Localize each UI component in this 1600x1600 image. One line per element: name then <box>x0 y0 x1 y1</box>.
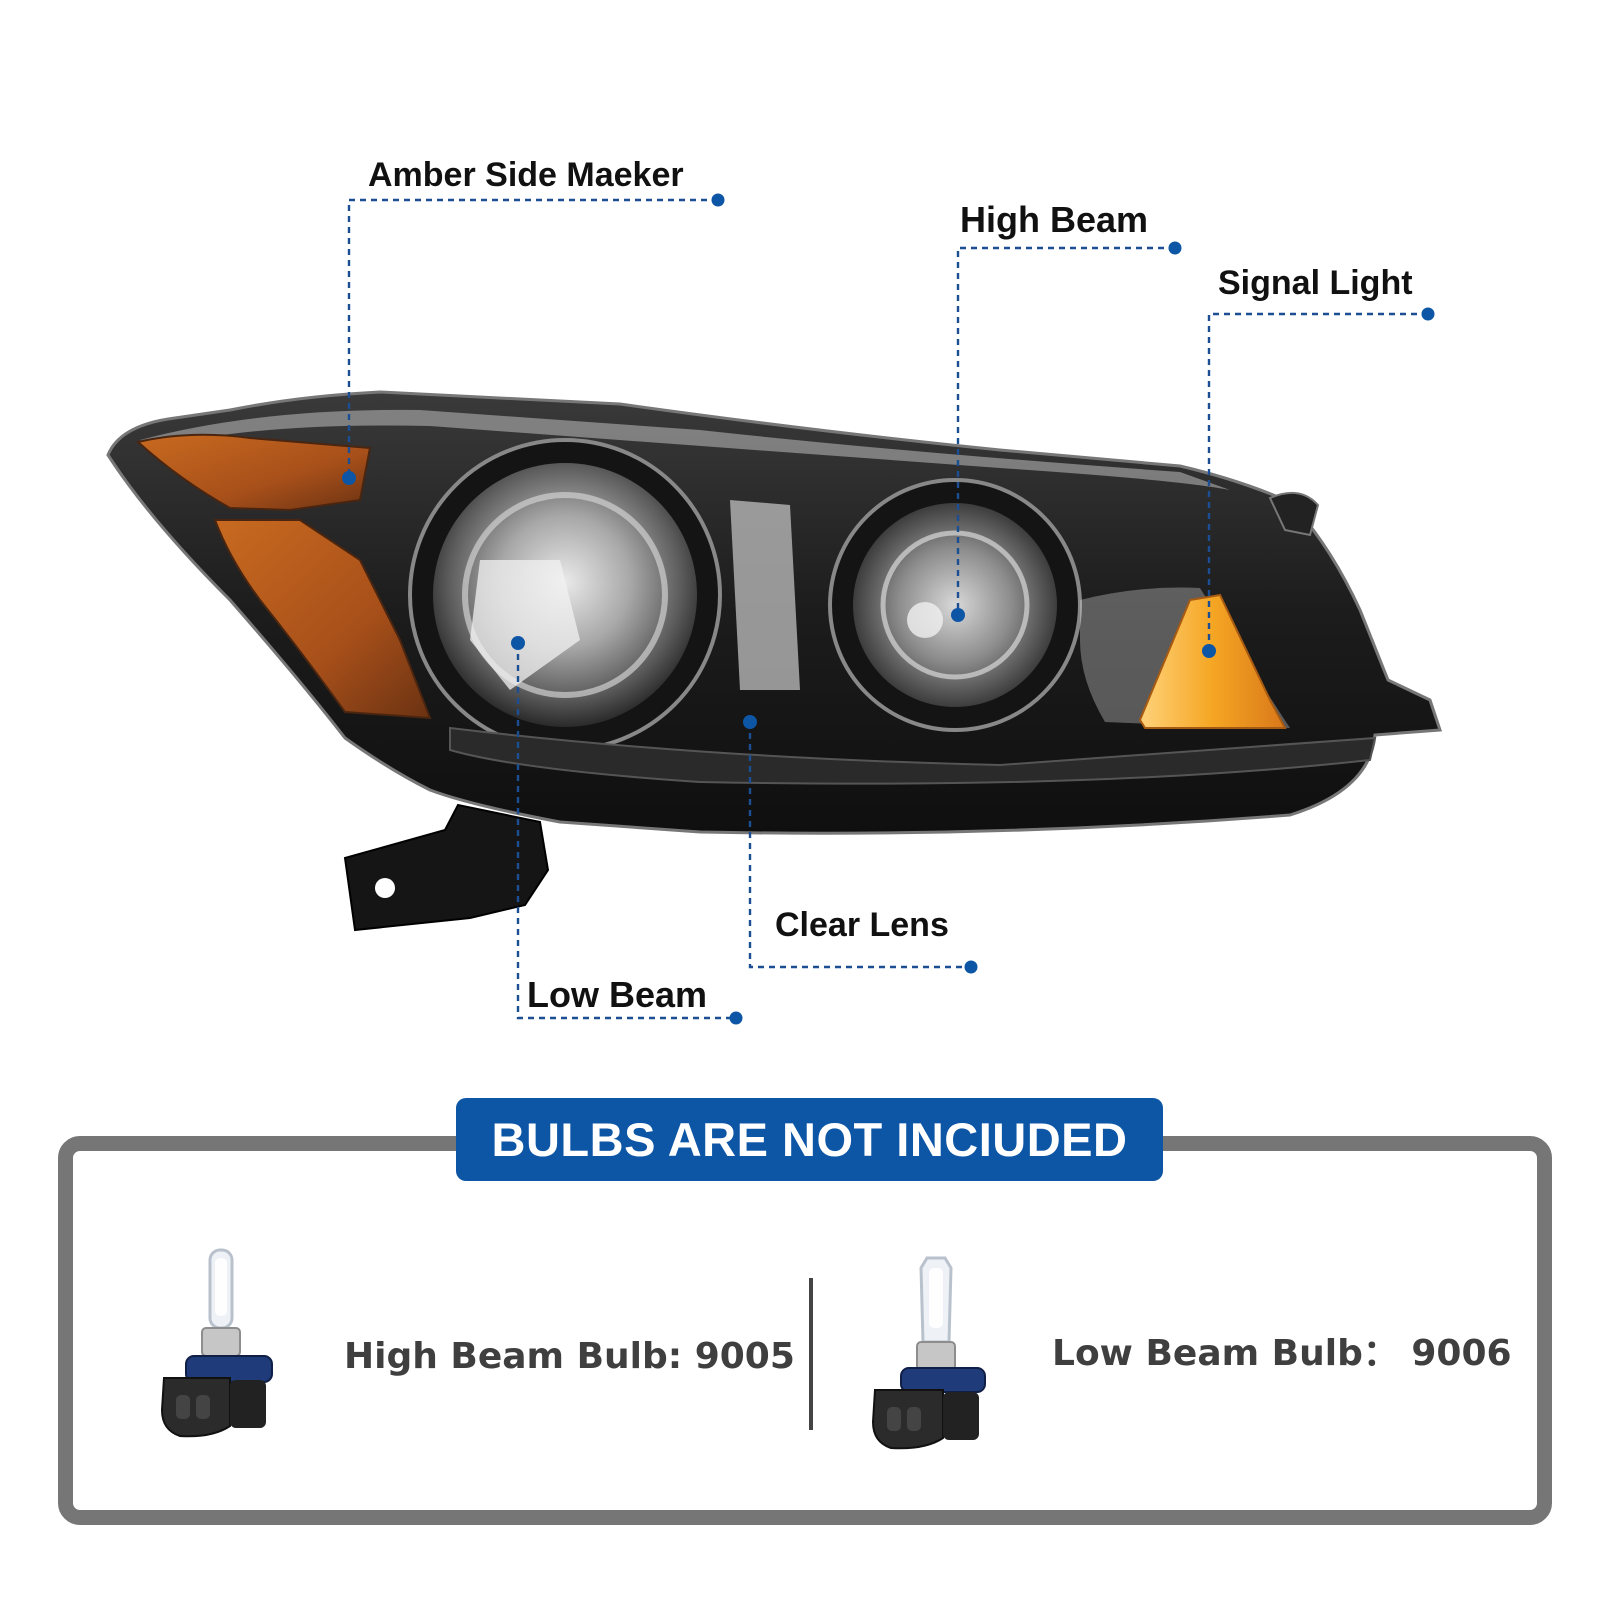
bulb-9006-icon <box>871 1256 986 1450</box>
callout-amber-side-marker: Amber Side Maeker <box>368 156 684 194</box>
high-beam-bulb-text: High Beam Bulb: 9005 <box>344 1336 795 1377</box>
callout-high-beam: High Beam <box>960 199 1149 240</box>
bulb-9005-icon <box>160 1248 273 1438</box>
low-beam-bulb-text: Low Beam Bulb： 9006 <box>1052 1333 1512 1374</box>
panel-divider <box>809 1278 813 1430</box>
callout-signal-light: Signal Light <box>1218 264 1413 302</box>
callout-low-beam: Low Beam <box>527 974 708 1015</box>
callout-clear-lens: Clear Lens <box>775 906 949 944</box>
bulbs-info-panel <box>58 1136 1552 1525</box>
bulbs-not-included-banner: BULBS ARE NOT INCIUDED <box>456 1098 1163 1181</box>
